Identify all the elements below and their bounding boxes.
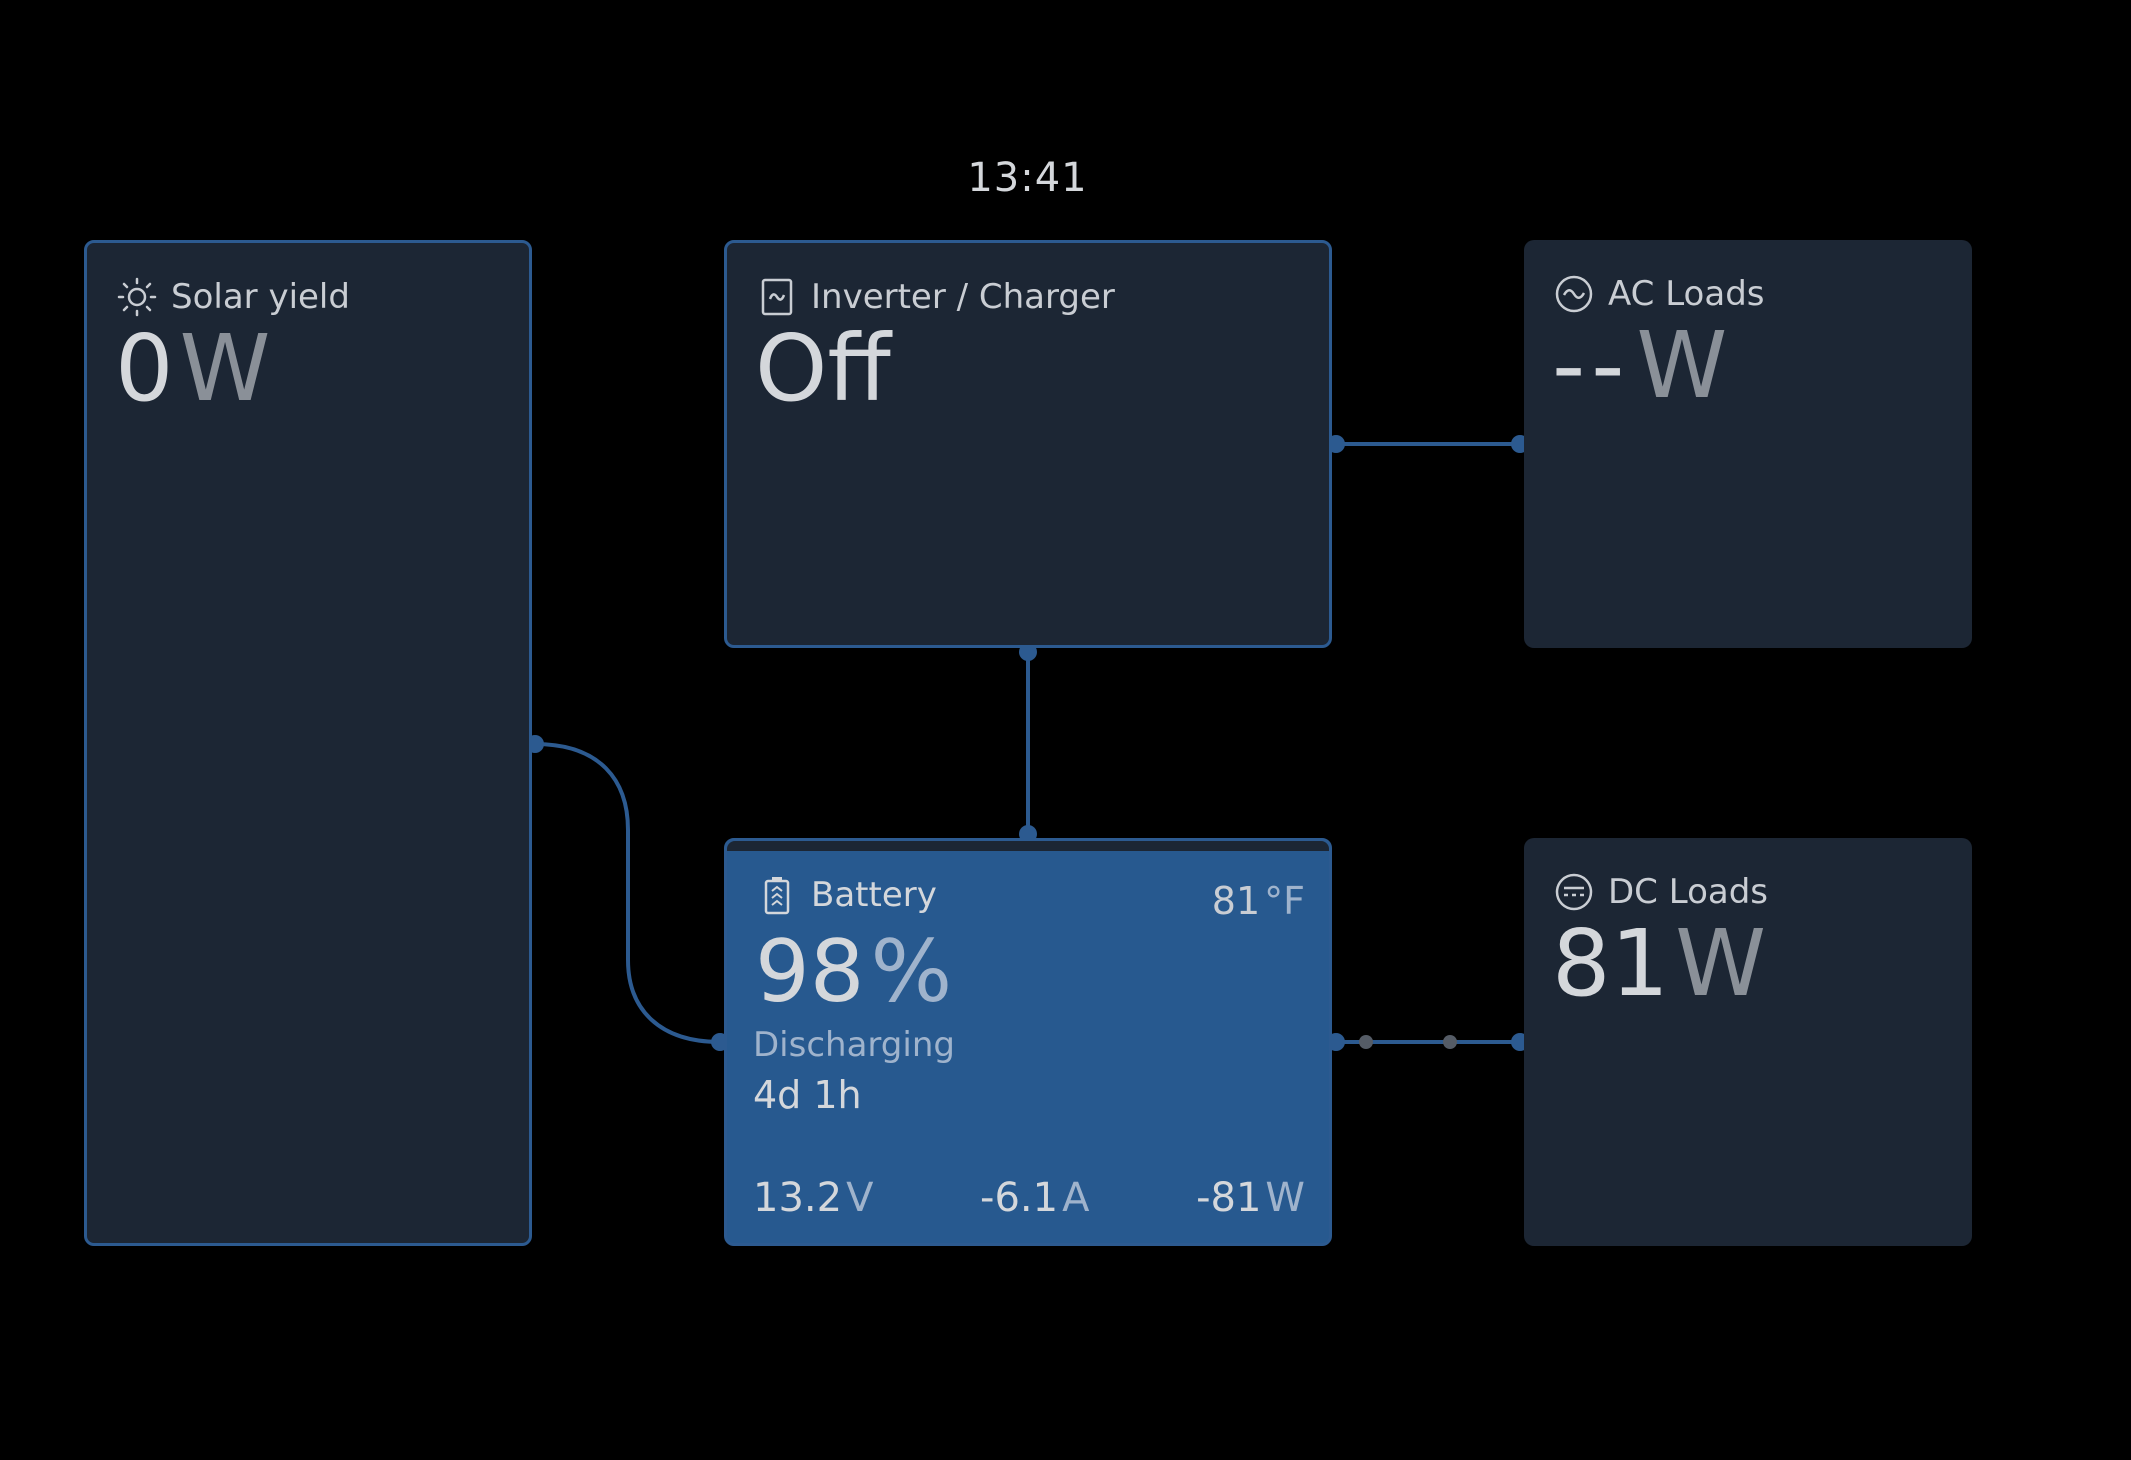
battery-time-to-go: 4d 1h: [753, 1073, 862, 1117]
battery-state: Discharging: [753, 1025, 955, 1065]
dc-loads-value: 81W: [1552, 918, 1766, 1010]
dc-loads-header: DC Loads: [1554, 872, 1768, 912]
inverter-charger-header: Inverter / Charger: [757, 277, 1115, 317]
battery-temperature-value: 81: [1211, 879, 1261, 923]
solar-yield-title: Solar yield: [171, 277, 350, 317]
solar-yield-header: Solar yield: [117, 277, 350, 317]
solar-yield-value: 0W: [115, 323, 271, 415]
solar-yield-tile[interactable]: Solar yield 0W: [84, 240, 532, 1246]
battery-title: Battery: [811, 875, 937, 915]
battery-current-unit: A: [1062, 1175, 1090, 1221]
flow-particle: [1359, 1035, 1373, 1049]
solar-power-unit: W: [179, 315, 271, 422]
dc-loads-tile[interactable]: DC Loads 81W: [1524, 838, 1972, 1246]
dc-loads-number: 81: [1552, 910, 1670, 1017]
dc-loads-title: DC Loads: [1608, 872, 1769, 912]
ac-loads-unit: W: [1636, 312, 1728, 419]
clock: 13:41: [967, 155, 1088, 201]
solar-battery-connector: [534, 742, 721, 1044]
battery-icon: [757, 875, 797, 915]
battery-temperature: 81°F: [1212, 879, 1305, 923]
battery-soc-unit: %: [870, 922, 953, 1022]
battery-current-value: -6.1: [980, 1175, 1059, 1221]
battery-soc: 98%: [755, 929, 952, 1015]
battery-voltage-unit: V: [846, 1175, 874, 1221]
ac-icon: [1554, 274, 1594, 314]
inverter-state: Off: [755, 315, 891, 422]
ac-loads-value: --W: [1552, 320, 1727, 412]
battery-power-unit: W: [1265, 1175, 1305, 1221]
ac-loads-title: AC Loads: [1608, 274, 1765, 314]
sun-icon: [117, 277, 157, 317]
battery-level-bar: [727, 841, 1329, 851]
ac-loads-number: --: [1552, 312, 1631, 419]
ac-loads-header: AC Loads: [1554, 274, 1765, 314]
inverter-charger-title: Inverter / Charger: [811, 277, 1115, 317]
battery-power-value: -81: [1196, 1175, 1262, 1221]
battery-soc-value: 98: [755, 922, 865, 1022]
dc-loads-unit: W: [1675, 910, 1767, 1017]
dc-icon: [1554, 872, 1594, 912]
solar-power-number: 0: [115, 315, 174, 422]
inverter-charger-tile[interactable]: Inverter / Charger Off: [724, 240, 1332, 648]
ac-loads-tile[interactable]: AC Loads --W: [1524, 240, 1972, 648]
inverter-icon: [757, 277, 797, 317]
battery-header: Battery: [757, 875, 937, 915]
battery-voltage-value: 13.2: [753, 1175, 843, 1221]
flow-particle: [1443, 1035, 1457, 1049]
battery-temperature-unit: °F: [1264, 879, 1305, 923]
